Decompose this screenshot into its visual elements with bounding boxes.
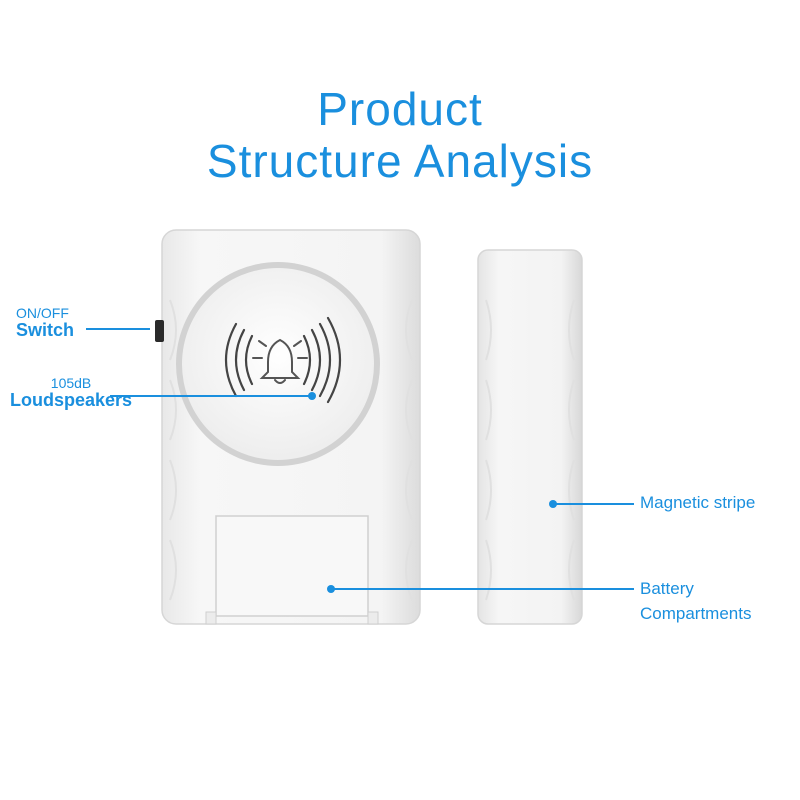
speaker-callout: 105dB Loudspeakers bbox=[10, 375, 133, 411]
on-off-switch bbox=[155, 320, 164, 342]
magnet-callout: Magnetic stripe bbox=[640, 493, 756, 513]
speaker-leader-line bbox=[110, 395, 310, 397]
switch-callout-small: ON/OFF bbox=[16, 305, 69, 321]
battery-compartment bbox=[215, 515, 369, 617]
speaker-callout-small: 105dB bbox=[50, 375, 92, 391]
bell-icon bbox=[252, 338, 308, 384]
sound-waves-icon bbox=[225, 316, 342, 404]
battery-callout-line1: Battery bbox=[640, 579, 694, 598]
page-title-line2: Structure Analysis bbox=[206, 135, 594, 187]
speaker-grille bbox=[182, 268, 374, 460]
battery-leader-line bbox=[334, 588, 634, 590]
main-unit bbox=[155, 229, 421, 625]
switch-callout-big: Switch bbox=[16, 320, 75, 341]
battery-callout-line2: Compartments bbox=[640, 603, 752, 623]
switch-leader-line bbox=[86, 328, 150, 330]
switch-callout: ON/OFF Switch bbox=[16, 305, 75, 341]
battery-callout: Battery Compartments bbox=[640, 579, 752, 623]
magnet-unit bbox=[477, 249, 583, 625]
speaker-leader-dot bbox=[308, 392, 316, 400]
battery-leader-dot bbox=[327, 585, 335, 593]
page-title-line1: Product bbox=[317, 83, 483, 135]
magnet-callout-text: Magnetic stripe bbox=[640, 493, 756, 512]
speaker-callout-big: Loudspeakers bbox=[10, 390, 133, 411]
magnet-leader-line bbox=[556, 503, 634, 505]
magnet-leader-dot bbox=[549, 500, 557, 508]
